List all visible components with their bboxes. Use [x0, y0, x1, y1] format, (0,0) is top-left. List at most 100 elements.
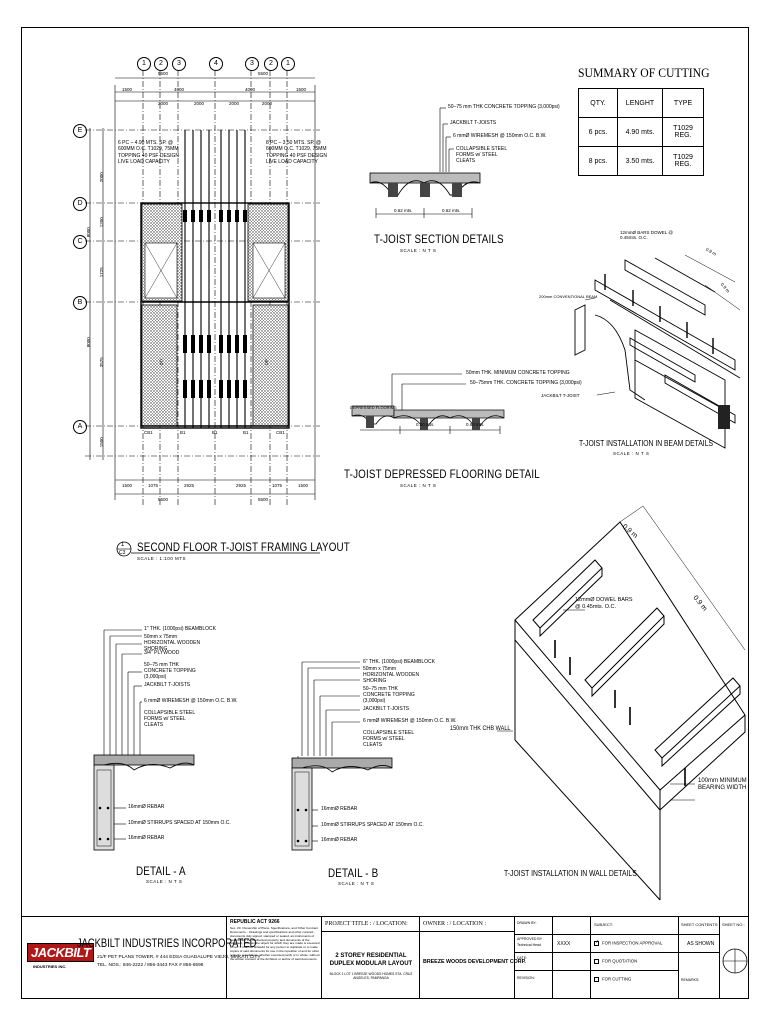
- framing-plan-drawing: [85, 70, 320, 557]
- section-detail: 50–75 mm THK CONCRETE TOPPING (3,000psi)…: [360, 100, 560, 260]
- drawing-sheet: [21, 27, 749, 999]
- table-row: QTY. LENGHT TYPE: [578, 88, 704, 118]
- beam-label: CB1: [144, 430, 153, 435]
- dim-label: 1500: [298, 483, 309, 488]
- table-row: 6 pcs. 4.90 mts. T1029 REG.: [578, 117, 704, 147]
- depressed-label: DEPRESSED FLOORING: [350, 405, 397, 410]
- wall-detail: 12mmØ DOWEL BARS @ 0.45mts. O.C. 150mm T…: [445, 500, 750, 910]
- option-quotation[interactable]: FOR QUOTATION: [594, 959, 637, 964]
- dim-label: 0.60 mts.: [416, 422, 435, 427]
- beam-title: T-JOIST INSTALLATION IN BEAM DETAILS: [579, 439, 714, 448]
- detail-a-drawing: [93, 629, 195, 851]
- dim-label: 1500: [122, 87, 133, 92]
- table-header: LENGHT: [617, 88, 663, 118]
- detail-a: 1" THK. (1000psi) BEAMBLOCK 50mm x 75mm …: [90, 620, 290, 890]
- depressed-note: 50–75mm THK. CONCRETE TOPPING (3,000psi): [470, 380, 582, 386]
- law-cell: REPUBLIC ACT 9266 Sec. 20. Ownership of …: [226, 917, 321, 999]
- option-inspection[interactable]: ✓FOR INSPECTION APPROVAL: [594, 939, 662, 946]
- beam-scale: SCALE : N T S: [613, 451, 650, 456]
- revision-label: REVISION:: [517, 976, 535, 980]
- option-label: FOR QUOTATION: [602, 958, 638, 964]
- detail-b-note: 50–75 mm THK CONCRETE TOPPING (3,000psi): [363, 686, 415, 704]
- detail-b-title: DETAIL - B: [328, 866, 379, 880]
- dim-label: 1500: [98, 437, 104, 448]
- dim-label: 1500: [296, 87, 307, 92]
- depressed-title: T-JOIST DEPRESSED FLOORING DETAIL: [344, 467, 540, 481]
- grid-bubble: E: [73, 124, 87, 138]
- signoff-values: XXXX: [552, 917, 590, 999]
- plan-title: SECOND FLOOR T-JOIST FRAMING LAYOUT: [137, 540, 350, 554]
- dim-label: 5500: [258, 71, 269, 76]
- grid-bubble: 3: [245, 57, 259, 71]
- detail-a-scale: SCALE : N T S: [146, 879, 183, 884]
- company-address: 21/F PET PLANS TOWER, # 444 EDSA GUADALU…: [97, 955, 261, 960]
- plan-ref-sheet: C3: [119, 550, 126, 556]
- detail-a-note: 3/4" PLYWOOD: [144, 650, 180, 656]
- detail-a-note: 1" THK. (1000psi) BEAMBLOCK: [144, 626, 216, 632]
- wall-title: T-JOIST INSTALLATION IN WALL DETAILS: [504, 869, 637, 878]
- summary-table: QTY. LENGHT TYPE 6 pcs. 4.90 mts. T1029 …: [578, 88, 704, 176]
- dim-label: 1075: [272, 483, 283, 488]
- owner-name: BREEZE WOODS DEVELOPMENT CORP.: [423, 959, 526, 965]
- stair-up-label: UP: [263, 359, 269, 366]
- sheet-contents-cell: SHEET CONTENTS: AS SHOWN REMARKS:: [678, 917, 719, 999]
- dim-label: 0.60 mts.: [466, 422, 485, 427]
- approved-by-value: XXXX: [557, 941, 571, 947]
- section-note: 50–75 mm THK CONCRETE TOPPING (3,000psi): [448, 104, 560, 110]
- checkbox-cutting[interactable]: [594, 977, 599, 982]
- beam-joist-note: JACKBILT T-JOIST: [541, 393, 580, 398]
- detail-b: 6" THK. (1000psi) BEAMBLOCK 50mm x 75mm …: [288, 656, 488, 896]
- law-title: REPUBLIC ACT 9266: [230, 919, 280, 925]
- table-row: 8 pcs. 3.50 mts. T1029 REG.: [578, 146, 704, 176]
- detail-b-note: 6" THK. (1000psi) BEAMBLOCK: [363, 659, 435, 665]
- beam-label: CB1: [276, 430, 285, 435]
- section-title: T-JOIST SECTION DETAILS: [374, 232, 504, 246]
- depressed-note: 50mm THK. MINIMUM CONCRETE TOPPING: [466, 370, 570, 376]
- detail-b-rebar: 16mmØ REBAR: [321, 837, 358, 843]
- company-phone: TEL. NOS.: 846-2222 / 856-3443 FAX # 856…: [97, 963, 204, 968]
- owner-cell: OWNER : / LOCATION : BREEZE WOODS DEVELO…: [419, 917, 526, 999]
- section-note: 6 mmØ WIREMESH @ 150mm O.C. B.W.: [453, 133, 547, 139]
- joist-note-left: 6 PC – 4.90 MTS. SP. @ 600MM O.C. T1029,…: [118, 140, 180, 165]
- title-block: JACKBILT INDUSTRIES INC. JACKBILT INDUST…: [21, 916, 749, 999]
- dim-label: 8000: [85, 227, 91, 238]
- grid-bubble: 2: [154, 57, 168, 71]
- table-cell: 4.90 mts.: [617, 117, 663, 147]
- grid-bubble: B: [73, 296, 87, 310]
- framing-plan: 1 2 3 4 3 2 1 E D C B A 5500 5500 1500 4…: [73, 57, 350, 561]
- dim-label: 5500: [258, 497, 269, 502]
- dim-label: 2925: [184, 483, 195, 488]
- logo-text: JACKBILT: [27, 943, 95, 962]
- sheet-no-cell: SHEET NO.:: [719, 917, 749, 999]
- option-cutting[interactable]: FOR CUTTING: [594, 977, 631, 982]
- logo-subtext: INDUSTRIES INC.: [33, 964, 67, 969]
- approved-by-label: APPROVED BY: [517, 937, 543, 941]
- plan-ref-number: 1: [121, 542, 125, 548]
- project-location: BLOCK 1 LOT 1 BREEZE WOODS HOMES STA. CR…: [329, 972, 413, 980]
- section-drawing: [369, 107, 481, 218]
- depressed-scale: SCALE : N T S: [400, 483, 437, 488]
- depressed-detail: 50mm THK. MINIMUM CONCRETE TOPPING 50–75…: [340, 366, 582, 496]
- checkbox-quotation[interactable]: [594, 959, 599, 964]
- detail-a-note: JACKBILT T-JOISTS: [144, 682, 191, 688]
- detail-b-rebar: 16mmØ REBAR: [321, 806, 358, 812]
- sheet-contents-label: SHEET CONTENTS:: [681, 922, 719, 927]
- dim-label: 2925: [236, 483, 247, 488]
- table-cell: 8 pcs.: [578, 146, 618, 176]
- beam-detail: 12mmØ BARS DOWEL @ 0.45mts. O.C. 200mm C…: [535, 220, 750, 465]
- detail-a-note: 50–75 mm THK CONCRETE TOPPING (3,000psi): [144, 662, 196, 680]
- beam-label: B1: [212, 430, 218, 435]
- table-header: TYPE: [662, 88, 704, 118]
- dim-label: 0.62 mts.: [442, 208, 461, 213]
- dim-label: 1500: [122, 483, 133, 488]
- table-cell: 3.50 mts.: [617, 146, 663, 176]
- beam-label: B1: [180, 430, 186, 435]
- dim-label: 2000: [262, 101, 273, 106]
- table-cell: T1029 REG.: [662, 146, 704, 176]
- dim-label: 2000: [158, 101, 169, 106]
- law-text: Sec. 20. Ownership of Plans, Specificati…: [230, 926, 320, 961]
- section-note: COLLAPSIBLE STEEL FORMS w/ STEEL CLEATS: [456, 146, 507, 164]
- grid-bubble: 2: [264, 57, 278, 71]
- dim-label: 2000: [229, 101, 240, 106]
- checkbox-inspection[interactable]: ✓: [594, 939, 600, 946]
